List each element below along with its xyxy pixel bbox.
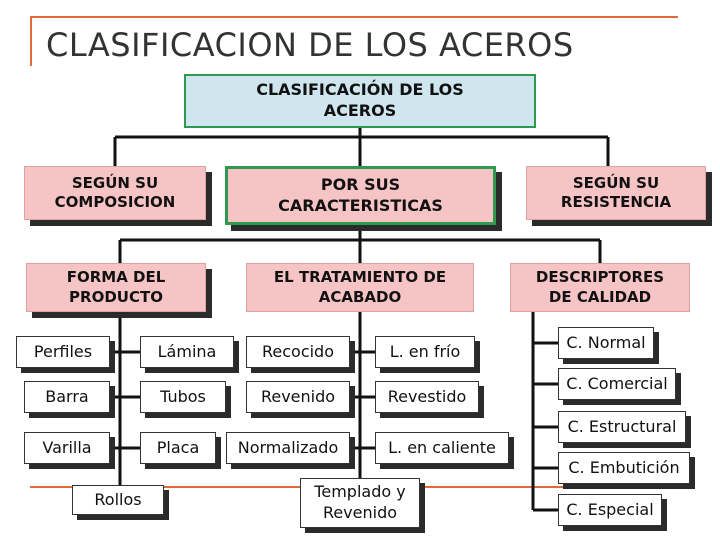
node-segun-composicion: SEGÚN SU COMPOSICION xyxy=(24,166,206,220)
calidad-item: C. Normal xyxy=(558,327,654,359)
producto-item: Perfiles xyxy=(16,336,110,368)
title-rule-top xyxy=(30,16,678,18)
tratamiento-item: Normalizado xyxy=(226,432,350,464)
node-descriptores-calidad: DESCRIPTORES DE CALIDAD xyxy=(510,263,690,312)
calidad-item: C. Embutición xyxy=(558,452,690,484)
tratamiento-item: Revestido xyxy=(375,381,479,413)
tratamiento-item: L. en caliente xyxy=(375,432,509,464)
producto-item: Barra xyxy=(24,381,110,413)
producto-item: Lámina xyxy=(140,336,234,368)
node-segun-resistencia: SEGÚN SU RESISTENCIA xyxy=(526,166,706,220)
tratamiento-item: L. en frío xyxy=(375,336,475,368)
tratamiento-item: Recocido xyxy=(246,336,350,368)
calidad-item: C. Especial xyxy=(558,494,662,526)
calidad-item: C. Estructural xyxy=(558,411,686,443)
slide-title: CLASIFICACION DE LOS ACEROS xyxy=(46,26,574,64)
producto-item: Tubos xyxy=(140,381,226,413)
producto-item: Placa xyxy=(140,432,216,464)
tratamiento-item: Revenido xyxy=(246,381,350,413)
producto-item: Varilla xyxy=(24,432,110,464)
node-tratamiento-acabado: EL TRATAMIENTO DE ACABADO xyxy=(246,263,474,312)
producto-item: Rollos xyxy=(72,485,164,515)
calidad-item: C. Comercial xyxy=(558,368,676,400)
title-rule-left xyxy=(30,16,32,66)
node-por-caracteristicas: POR SUS CARACTERISTICAS xyxy=(225,166,496,225)
tratamiento-item: Templado y Revenido xyxy=(300,478,420,528)
root-node: CLASIFICACIÓN DE LOS ACEROS xyxy=(184,74,536,128)
node-forma-producto: FORMA DEL PRODUCTO xyxy=(26,263,206,312)
